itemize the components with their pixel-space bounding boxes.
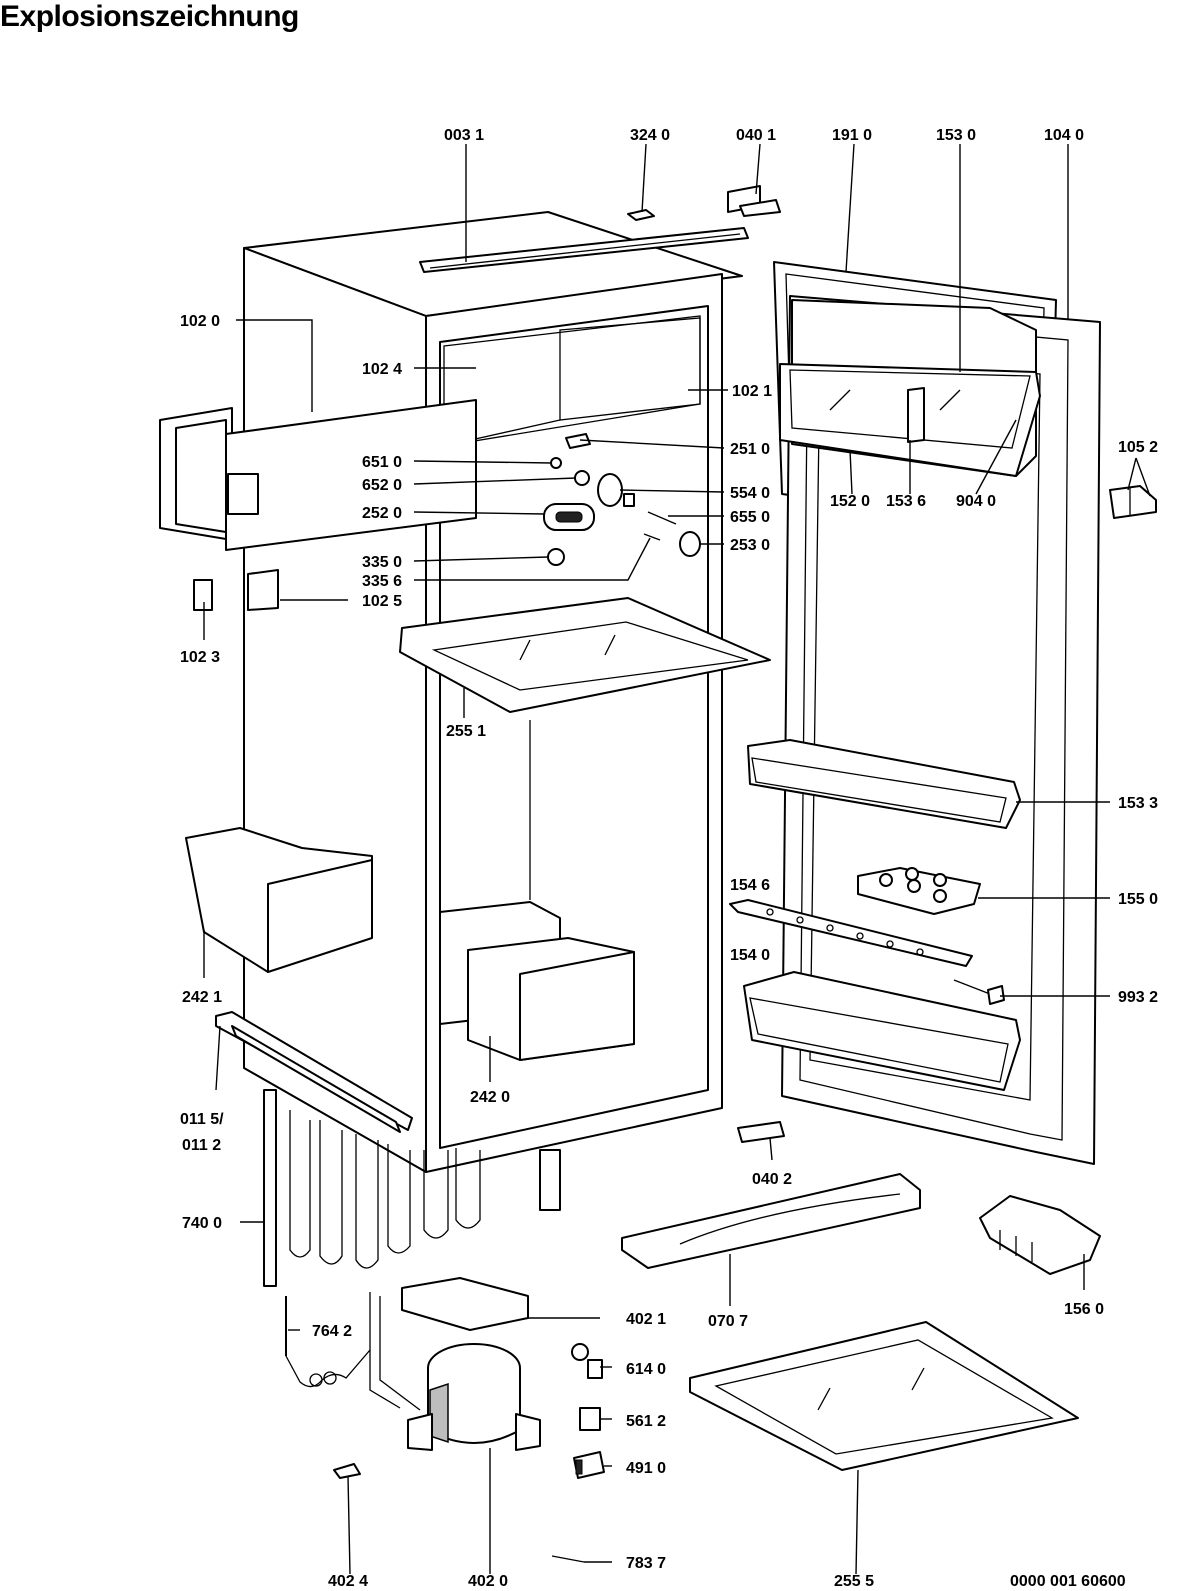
capillary-tube-part — [285, 1296, 371, 1388]
label-102-3: 102 3 — [180, 649, 220, 666]
part-324-0-shape — [627, 209, 655, 221]
cover-strip-part — [621, 1173, 921, 1269]
freezer-door-part — [159, 399, 477, 551]
label-904-0: 904 0 — [956, 493, 996, 510]
label-242-1: 242 1 — [182, 989, 222, 1006]
label-253-0: 253 0 — [730, 537, 770, 554]
label-102-5: 102 5 — [362, 593, 402, 610]
label-402-1: 402 1 — [626, 1311, 666, 1328]
label-402-4: 402 4 — [328, 1573, 368, 1590]
label-242-0: 242 0 — [470, 1089, 510, 1106]
electrical-parts — [333, 1343, 605, 1563]
label-153-3: 153 3 — [1118, 795, 1158, 812]
label-191-0: 191 0 — [832, 127, 872, 144]
label-740-0: 740 0 — [182, 1215, 222, 1232]
label-105-2: 105 2 — [1118, 439, 1158, 456]
page-title: Explosionszeichnung — [0, 0, 299, 33]
label-003-1: 003 1 — [444, 127, 484, 144]
part-040-2-hinge — [737, 1121, 785, 1143]
glass-shelf-upper — [399, 597, 771, 713]
label-561-2: 561 2 — [626, 1413, 666, 1430]
label-152-0: 152 0 — [830, 493, 870, 510]
label-040-2: 040 2 — [752, 1171, 792, 1188]
label-335-0: 335 0 — [362, 554, 402, 571]
part-labels: 003 1 324 0 040 1 191 0 153 0 104 0 102 … — [180, 127, 1158, 1590]
drawing-number: 0000 001 60600 — [1010, 1573, 1126, 1590]
label-104-0: 104 0 — [1044, 127, 1084, 144]
door-shelf-middle — [747, 739, 1021, 829]
top-rail-part — [419, 227, 749, 273]
crisper-bin-inner — [439, 901, 635, 1061]
crisper-bin-left — [185, 827, 373, 973]
label-155-0: 155 0 — [1118, 891, 1158, 908]
label-255-5: 255 5 — [834, 1573, 874, 1590]
label-154-0: 154 0 — [730, 947, 770, 964]
egg-tray — [857, 867, 981, 915]
bottom-rail-part — [215, 1011, 413, 1133]
label-491-0: 491 0 — [626, 1460, 666, 1477]
label-011-2: 011 2 — [182, 1137, 221, 1154]
label-153-0: 153 0 — [936, 127, 976, 144]
glass-shelf-lower — [689, 1321, 1079, 1471]
label-402-0: 402 0 — [468, 1573, 508, 1590]
thermostat-components — [543, 433, 701, 566]
label-252-0: 252 0 — [362, 505, 402, 522]
right-hinge-part — [1109, 485, 1157, 519]
label-255-1: 255 1 — [446, 723, 486, 740]
label-554-0: 554 0 — [730, 485, 770, 502]
label-102-1: 102 1 — [732, 383, 772, 400]
door-shelf-bottom — [743, 971, 1021, 1091]
label-102-4: 102 4 — [362, 361, 402, 378]
label-655-0: 655 0 — [730, 509, 770, 526]
part-156-0-unit — [979, 1195, 1101, 1275]
label-335-6: 335 6 — [362, 573, 402, 590]
bottle-holder-part — [953, 979, 1005, 1005]
label-324-0: 324 0 — [630, 127, 670, 144]
condenser-part — [263, 1089, 561, 1287]
label-614-0: 614 0 — [626, 1361, 666, 1378]
leader-lines — [203, 143, 1151, 1575]
label-153-6: 153 6 — [886, 493, 926, 510]
label-040-1: 040 1 — [736, 127, 776, 144]
label-764-2: 764 2 — [312, 1323, 352, 1340]
label-251-0: 251 0 — [730, 441, 770, 458]
part-040-1-hinge — [727, 185, 781, 217]
part-102-5-block — [247, 569, 279, 611]
part-102-3-clip — [193, 579, 213, 611]
label-011-5: 011 5/ — [180, 1111, 224, 1128]
label-156-0: 156 0 — [1064, 1301, 1104, 1318]
label-652-0: 652 0 — [362, 477, 402, 494]
label-993-2: 993 2 — [1118, 989, 1158, 1006]
label-651-0: 651 0 — [362, 454, 402, 471]
compressor-part — [369, 1277, 541, 1451]
label-154-6: 154 6 — [730, 877, 770, 894]
label-102-0: 102 0 — [180, 313, 220, 330]
label-070-7: 070 7 — [708, 1313, 748, 1330]
door-shelf-top — [779, 299, 1041, 477]
label-783-7: 783 7 — [626, 1555, 666, 1572]
bottle-rail — [729, 899, 973, 967]
